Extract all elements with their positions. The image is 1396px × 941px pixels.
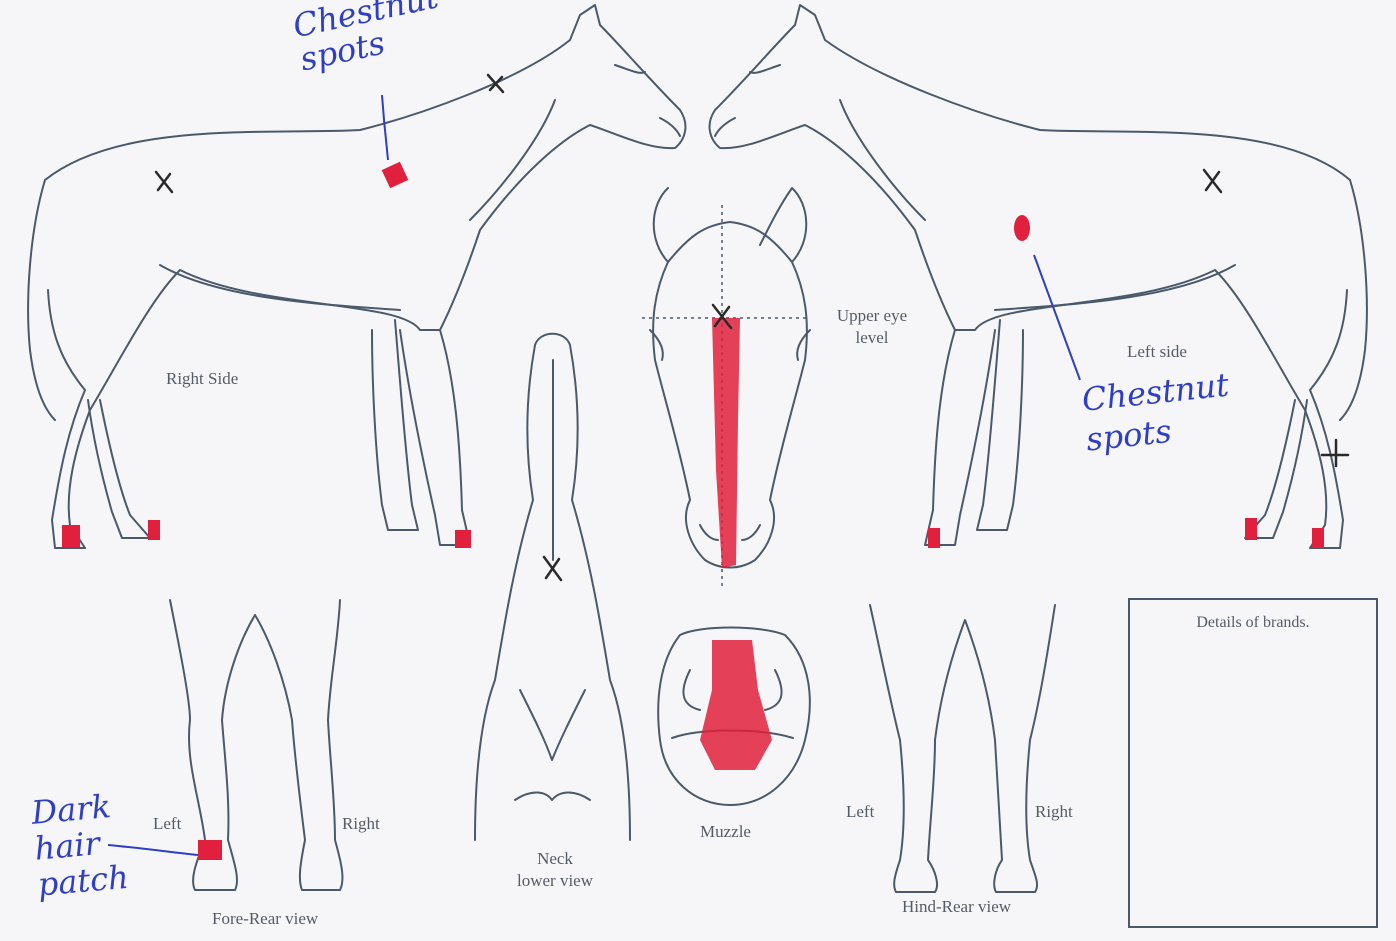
x-mark-left-side-hip bbox=[1204, 170, 1221, 192]
label-left-side: Left side bbox=[1127, 341, 1187, 363]
left-side-hoof-mark-3 bbox=[1312, 528, 1324, 548]
brands-details-box: Details of brands. bbox=[1128, 598, 1378, 928]
left-side-chestnut-spot bbox=[1014, 215, 1030, 241]
label-fore-left: Left bbox=[153, 813, 181, 835]
label-hind-right: Right bbox=[1035, 801, 1073, 823]
left-side-hoof-mark-1 bbox=[928, 528, 940, 548]
chestnut-pointer-right bbox=[382, 95, 388, 160]
annotation-chestnut-spots-left: Chestnut spots bbox=[1080, 365, 1235, 460]
x-mark-left-side-hock bbox=[1322, 440, 1348, 466]
face-blaze-marking bbox=[712, 318, 740, 568]
label-neck-lower-view: Neck lower view bbox=[500, 848, 610, 892]
right-side-hoof-mark-1 bbox=[62, 525, 80, 547]
fore-left-dark-hair-patch bbox=[198, 840, 222, 860]
x-mark-right-side-neck bbox=[488, 75, 503, 92]
right-side-hoof-mark-2 bbox=[148, 520, 160, 540]
horse-left-side-outline bbox=[710, 5, 1367, 548]
label-right-side: Right Side bbox=[166, 368, 238, 390]
label-fore-right: Right bbox=[342, 813, 380, 835]
label-muzzle: Muzzle bbox=[700, 821, 751, 843]
x-marks bbox=[156, 75, 1348, 580]
right-side-hoof-mark-3 bbox=[455, 530, 471, 548]
left-side-hoof-mark-2 bbox=[1245, 518, 1257, 540]
annotation-dark-hair-patch: Dark hair patch bbox=[30, 787, 130, 903]
right-side-chestnut-spot bbox=[382, 162, 409, 189]
label-hind-left: Left bbox=[846, 801, 874, 823]
fore-rear-view-outline bbox=[170, 600, 342, 890]
label-fore-rear-view: Fore-Rear view bbox=[212, 908, 318, 930]
x-mark-right-side-hip bbox=[156, 172, 172, 192]
label-hind-rear-view: Hind-Rear view bbox=[902, 896, 1011, 918]
label-upper-eye-level: Upper eye level bbox=[822, 305, 922, 349]
brands-title: Details of brands. bbox=[1130, 614, 1376, 632]
hind-rear-view-outline bbox=[870, 605, 1055, 892]
chestnut-pointer-left bbox=[1034, 255, 1080, 380]
muzzle-marking bbox=[700, 640, 772, 770]
neck-lower-view-outline bbox=[475, 334, 630, 840]
horse-right-side-outline bbox=[28, 5, 685, 548]
